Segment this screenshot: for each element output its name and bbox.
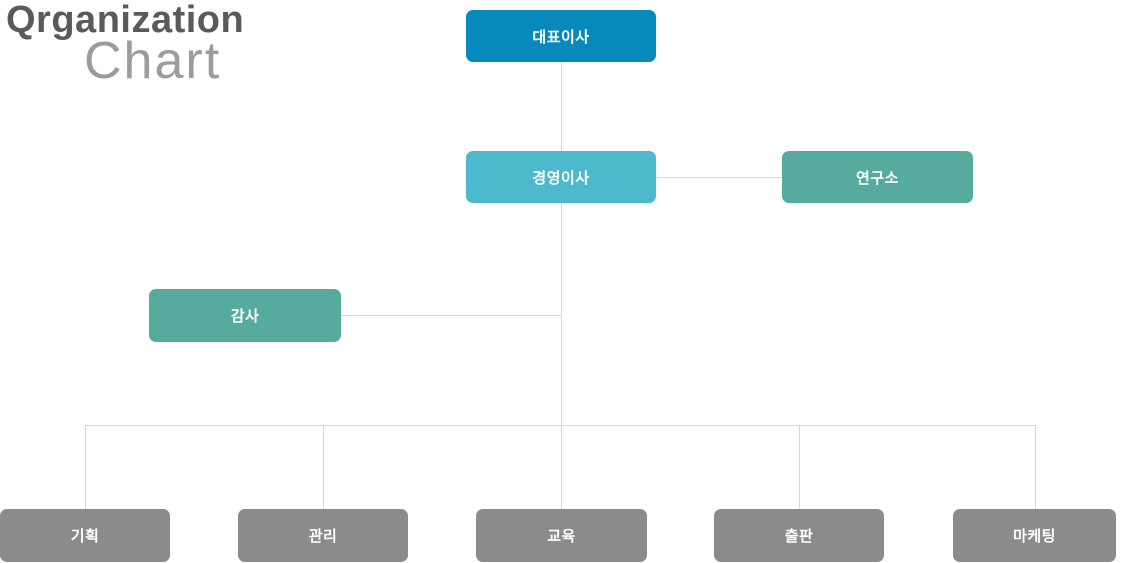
- connector-drop-management-dept: [323, 425, 324, 509]
- org-node-dept-marketing-label: 마케팅: [1013, 528, 1056, 545]
- page-title-primary: Qrganization: [6, 0, 245, 41]
- org-node-management-director: 경영이사: [466, 151, 656, 203]
- org-node-auditor-label: 감사: [230, 308, 260, 325]
- connector-management-trunk: [561, 203, 562, 509]
- connector-drop-marketing: [1035, 425, 1036, 509]
- org-node-dept-management-label: 관리: [308, 528, 338, 545]
- org-node-dept-planning-label: 기획: [70, 528, 100, 545]
- org-node-management-director-label: 경영이사: [532, 169, 590, 187]
- connector-management-to-research: [656, 177, 782, 178]
- org-node-ceo-label: 대표이사: [532, 28, 590, 46]
- connector-department-distribution: [85, 425, 1035, 426]
- org-node-dept-education: 교육: [476, 509, 647, 562]
- org-node-research-institute-label: 연구소: [856, 169, 899, 187]
- org-node-dept-planning: 기획: [0, 509, 170, 562]
- connector-ceo-to-management: [561, 62, 562, 151]
- org-node-dept-publishing-label: 출판: [784, 528, 814, 545]
- org-node-research-institute: 연구소: [782, 151, 973, 203]
- org-node-dept-marketing: 마케팅: [953, 509, 1116, 562]
- org-node-ceo: 대표이사: [466, 10, 656, 62]
- page-title-secondary: Chart: [84, 32, 222, 90]
- connector-audit-to-trunk: [341, 315, 561, 316]
- org-node-auditor: 감사: [149, 289, 341, 342]
- connector-drop-planning: [85, 425, 86, 509]
- connector-drop-publishing: [799, 425, 800, 509]
- org-node-dept-management: 관리: [238, 509, 408, 562]
- org-node-dept-education-label: 교육: [547, 528, 576, 545]
- org-node-dept-publishing: 출판: [714, 509, 884, 562]
